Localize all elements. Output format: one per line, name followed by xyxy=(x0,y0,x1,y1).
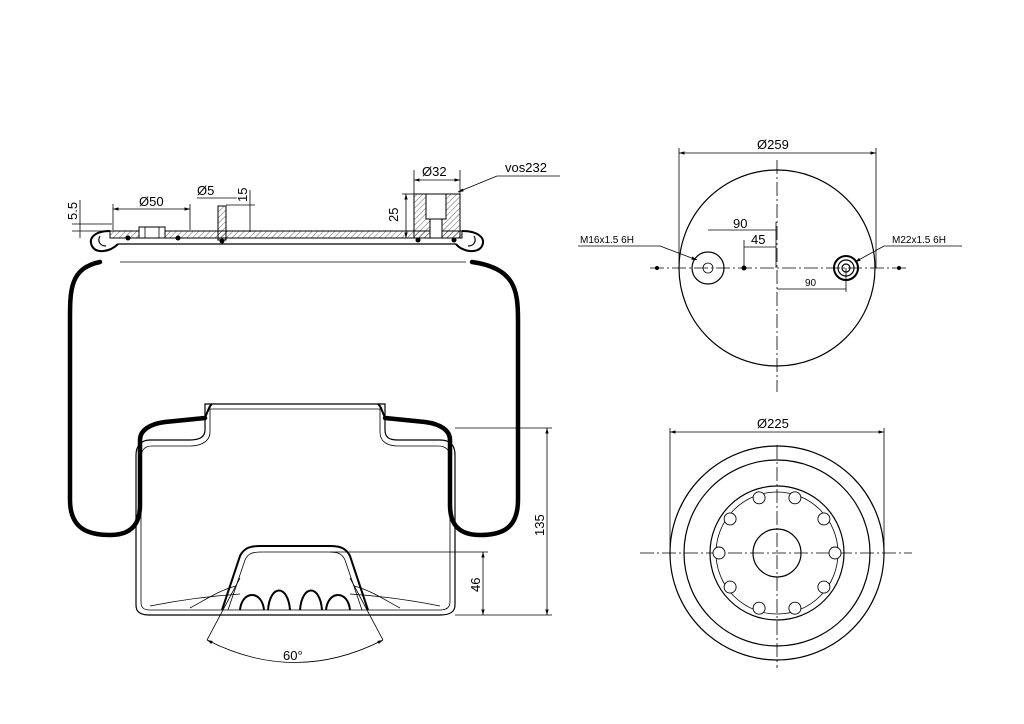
dim-base-height: 46 xyxy=(468,578,483,592)
dim-piston-height: 135 xyxy=(532,514,547,536)
dim-fitting-height: 25 xyxy=(386,208,401,222)
dim-plate-height: 5.5 xyxy=(65,202,80,220)
scallop-notch xyxy=(828,546,842,560)
bottom-view: Ø225 xyxy=(640,416,912,668)
side-dimensions: 5.5 Ø50 Ø5 15 Ø32 25 vos xyxy=(65,160,560,663)
dim-fitting-diameter: Ø32 xyxy=(422,164,447,179)
dim-offset-right: 90 xyxy=(805,278,817,289)
scallop-notch xyxy=(712,546,726,560)
dim-offset-center: 45 xyxy=(751,232,765,247)
scallop-notch xyxy=(752,601,766,615)
inner-scallops xyxy=(712,491,842,615)
scallop-notch xyxy=(817,580,831,594)
thread-left-label: M16x1.5 6H xyxy=(580,235,634,246)
top-plate xyxy=(90,193,484,263)
dim-hole-diameter: Ø5 xyxy=(197,183,214,198)
top-view: Ø259 90 45 90 M16x1.5 6H M22x1.5 6H xyxy=(578,137,962,392)
scallop-notch xyxy=(723,580,737,594)
dim-hole-offset: 15 xyxy=(235,188,250,202)
dim-offset-left: 90 xyxy=(733,216,747,231)
scallop-notch xyxy=(788,491,802,505)
thread-right-label: M22x1.5 6H xyxy=(892,235,946,246)
dim-piston-diameter: Ø225 xyxy=(757,416,789,431)
piston xyxy=(135,403,456,616)
fitting-callout: vos232 xyxy=(505,160,547,175)
scallop-notch xyxy=(752,491,766,505)
dim-plate-diameter: Ø259 xyxy=(757,137,789,152)
dim-pin-diameter: Ø50 xyxy=(139,194,164,209)
side-view: 5.5 Ø50 Ø5 15 Ø32 25 vos xyxy=(65,160,560,663)
dim-angle: 60° xyxy=(283,648,303,663)
scallop-notch xyxy=(723,512,737,526)
scallop-notch xyxy=(817,512,831,526)
left-thread-hole xyxy=(691,251,725,285)
rubber-bellow xyxy=(67,259,521,538)
scallop-notch xyxy=(788,601,802,615)
